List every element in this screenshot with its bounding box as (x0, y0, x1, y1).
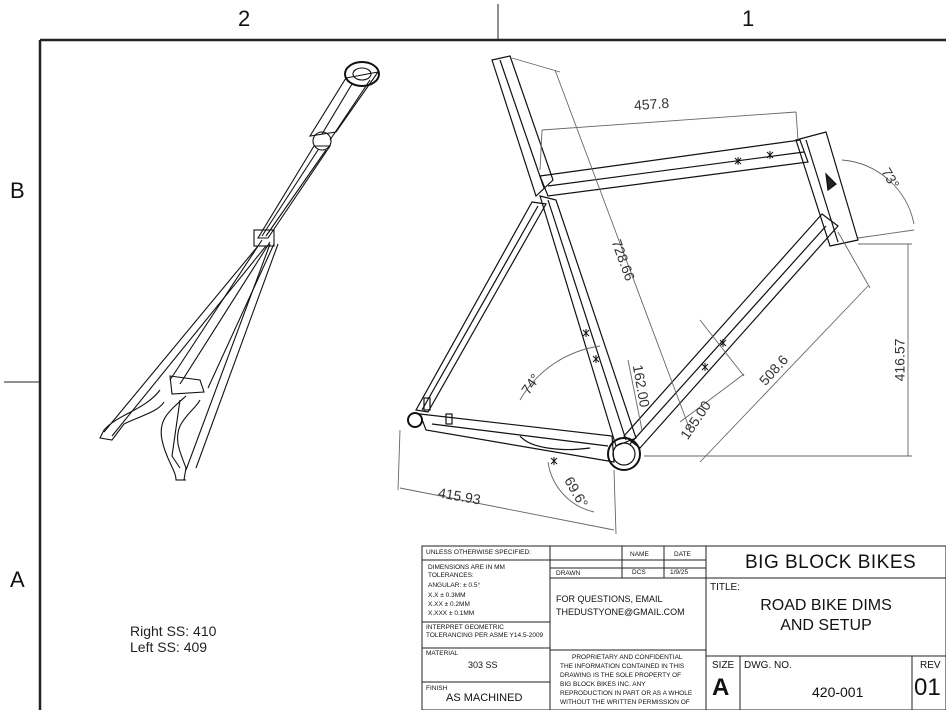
tb-unless-otherwise: UNLESS OTHERWISE SPECIFIED: (426, 549, 531, 556)
tb-finish-label: FINISH (426, 685, 448, 692)
tb-questions-1: FOR QUESTIONS, EMAIL (556, 594, 663, 604)
zone-row-b: B (10, 178, 25, 203)
tb-rev-value: 01 (914, 674, 941, 701)
tb-title-label: TITLE: (710, 582, 741, 593)
tb-dwg-value: 420-001 (812, 684, 864, 700)
tb-material-value: 303 SS (468, 660, 498, 670)
dimension-lines (397, 57, 915, 535)
zone-row-a: A (10, 567, 25, 592)
tb-drawn-label: DRAWN (556, 570, 581, 577)
tb-proprietary-1: PROPRIETARY AND CONFIDENTIAL (572, 654, 683, 661)
tb-size-label: SIZE (712, 660, 735, 671)
tb-drawn-date: 1/9/25 (670, 569, 689, 576)
tb-geometric-2: TOLERANCING PER ASME Y14.5-2009 (426, 632, 544, 639)
dim-stack: 416.57 (891, 338, 908, 382)
tb-proprietary-3: DRAWING IS THE SOLE PROPERTY OF (560, 672, 682, 679)
tb-tol-xxx: X.XX ± 0.2MM (428, 601, 470, 608)
tb-company-name: BIG BLOCK BIKES (745, 552, 917, 573)
tb-proprietary-5: REPRODUCTION IN PART OR AS A WHOLE (560, 690, 693, 697)
tb-tolerances: TOLERANCES: (428, 572, 474, 579)
tb-angular: ANGULAR: ± 0.5° (428, 582, 481, 589)
tb-finish-value: AS MACHINED (446, 692, 523, 704)
tb-title-line1: ROAD BIKE DIMS (760, 597, 892, 614)
tb-proprietary-2: THE INFORMATION CONTAINED IN THIS (560, 663, 685, 670)
tb-dims-mm: DIMENSIONS ARE IN MM (428, 564, 505, 571)
tb-tol-xxxx: X.XXX ± 0.1MM (428, 610, 475, 617)
tb-date-header: DATE (674, 551, 691, 558)
dim-top-tube: 457.8 (633, 94, 670, 114)
sheet-border (4, 4, 946, 710)
tb-proprietary-4: BIG BLOCK BIKES INC. ANY (560, 681, 646, 688)
title-block-grid (421, 545, 946, 710)
tb-tol-xx: X.X ± 0.3MM (428, 592, 466, 599)
note-right-ss: Right SS: 410 (130, 623, 217, 639)
zone-column-2: 2 (238, 6, 251, 31)
tb-geometric-1: INTERPRET GEOMETRIC (426, 624, 504, 631)
frame-top-view (99, 61, 380, 481)
tb-material-label: MATERIAL (426, 650, 459, 657)
note-left-ss: Left SS: 409 (130, 639, 208, 655)
tb-drawn-name: DCS (632, 569, 646, 576)
tb-name-header: NAME (630, 551, 649, 558)
frame-side-view (407, 55, 859, 471)
tb-rev-label: REV (920, 660, 941, 671)
tb-title-line2: AND SETUP (780, 617, 872, 634)
tb-proprietary-6: WITHOUT THE WRITTEN PERMISSION OF (560, 699, 690, 706)
tb-questions-2: THEDUSTYONE@GMAIL.COM (556, 607, 685, 617)
tb-size-value: A (712, 674, 730, 701)
tb-dwg-label: DWG. NO. (744, 660, 792, 671)
zone-column-1: 1 (742, 6, 755, 31)
